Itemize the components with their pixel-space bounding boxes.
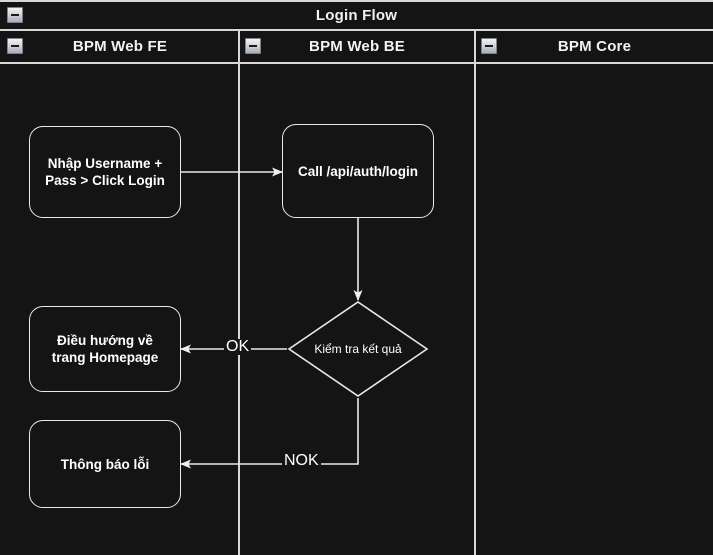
lane-title-be: BPM Web BE	[309, 38, 405, 55]
task-node-show-error[interactable]: Thông báo lỗi	[29, 420, 181, 508]
lane-title-fe: BPM Web FE	[72, 38, 168, 55]
task-node-login[interactable]: Nhập Username + Pass > Click Login	[29, 126, 181, 218]
lane-divider-fe-be	[238, 29, 240, 555]
edge-label-nok: NOK	[282, 452, 321, 469]
pool-collapse-icon[interactable]	[7, 7, 23, 23]
lane-header-divider	[0, 62, 713, 64]
decision-diamond-shape	[287, 301, 429, 397]
lane-collapse-icon-be[interactable]	[245, 38, 261, 54]
lane-divider-be-core	[474, 29, 476, 555]
task-node-navigate-homepage[interactable]: Điều hướng về trang Homepage	[29, 306, 181, 392]
pool-title: Login Flow	[315, 7, 398, 24]
lane-title-core: BPM Core	[557, 38, 632, 55]
lane-collapse-icon-fe[interactable]	[7, 38, 23, 54]
lane-collapse-icon-core[interactable]	[481, 38, 497, 54]
edge-label-ok: OK	[224, 338, 252, 355]
pool-top-border	[0, 0, 713, 2]
task-node-call-api[interactable]: Call /api/auth/login	[282, 124, 434, 218]
edge-check-to-error-nok	[180, 398, 359, 469]
decision-node-check-result[interactable]: Kiểm tra kết quả	[287, 300, 429, 398]
pool-title-divider	[0, 29, 713, 31]
